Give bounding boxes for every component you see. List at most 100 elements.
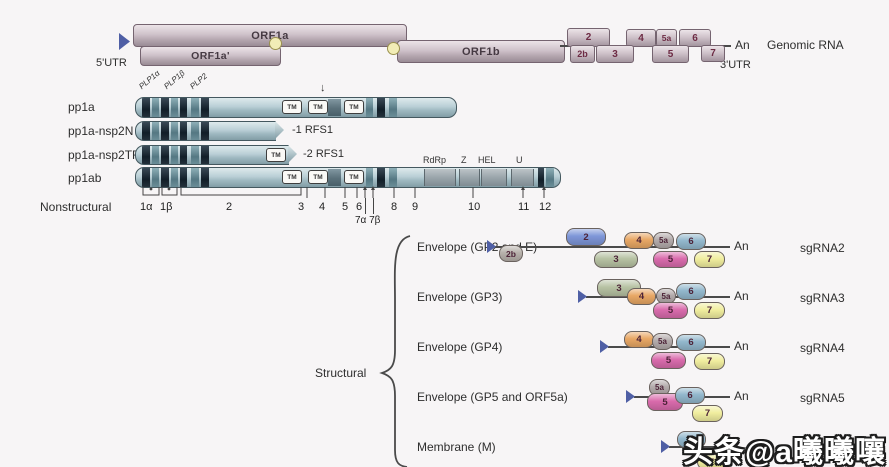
- genomic-rna-label: Genomic RNA: [767, 38, 844, 52]
- band: [161, 122, 169, 140]
- band: [201, 98, 209, 117]
- orf5a-label: 5a: [661, 33, 672, 43]
- band: [171, 122, 178, 140]
- orf5-box: 5: [652, 45, 689, 63]
- band: [171, 98, 178, 117]
- nsp7b-tick: [373, 198, 374, 214]
- polya-label: An: [734, 289, 749, 303]
- z-domain-box: [459, 169, 480, 186]
- polya-label: An: [734, 239, 749, 253]
- genome-leader-triangle-icon: [119, 33, 130, 50]
- structural-row-name: Envelope (GP4): [417, 340, 503, 354]
- band: [389, 98, 397, 117]
- band: [152, 168, 159, 187]
- rfs-site-icon: [269, 37, 282, 50]
- band: [389, 168, 397, 187]
- u-domain-box: [511, 169, 534, 186]
- band: [191, 98, 199, 117]
- nsp11-number: 11: [518, 201, 530, 213]
- orf7-pill: 7: [694, 302, 725, 319]
- nsp10-number: 10: [468, 201, 481, 213]
- leader-triangle-icon: [487, 240, 496, 253]
- tm-domain-box: TM: [282, 100, 302, 114]
- sgrna3-label: sgRNA3: [800, 291, 845, 305]
- band: [161, 146, 169, 164]
- bar-arrow-tip: [275, 121, 284, 139]
- cleavage-markers: [142, 186, 546, 198]
- band: [191, 146, 199, 164]
- nsp6-number: 6: [356, 201, 363, 213]
- orf5-pill: 5: [653, 302, 688, 319]
- pp1a-nsp2n-bar: [135, 121, 276, 141]
- orf4-pill: 4: [624, 331, 654, 348]
- orf4-label: 4: [638, 32, 644, 44]
- band: [152, 122, 159, 140]
- structural-label: Structural: [315, 366, 367, 380]
- orf6-box: 6: [679, 29, 711, 47]
- leader-triangle-icon: [578, 290, 587, 303]
- leader-triangle-icon: [661, 440, 670, 453]
- orf5a-box: 5a: [656, 29, 677, 47]
- orf1b-bar: ORF1b: [397, 40, 565, 63]
- band: [538, 168, 544, 187]
- band: [142, 122, 150, 140]
- cleavage-arrow-icon: ↓: [320, 82, 326, 94]
- band: [161, 168, 169, 187]
- band: [366, 98, 373, 117]
- nonstructural-label: Nonstructural: [40, 200, 112, 214]
- hel-domain-box: [481, 169, 507, 186]
- orf7-pill: 7: [694, 353, 725, 370]
- nsp4-protease-segment: [328, 99, 341, 116]
- band: [377, 168, 385, 187]
- band: [142, 98, 150, 117]
- pp1ab-bar: TM TM TM: [135, 167, 561, 188]
- orf3-pill: 3: [594, 251, 638, 268]
- orf5a-pill: 5a: [656, 288, 676, 304]
- nsp2-number: 2: [226, 201, 233, 213]
- nsp1a-number: 1α: [140, 201, 153, 213]
- orf6-pill: 6: [676, 334, 706, 351]
- leader-triangle-icon: [626, 390, 635, 403]
- tm-domain-box: TM: [282, 170, 302, 184]
- z-domain-label: Z: [461, 155, 467, 165]
- nsp7ab-number: 7α 7β: [355, 215, 381, 226]
- plp1a-domain-label: PLP1α: [137, 68, 162, 91]
- rdrp-domain-label: RdRp: [423, 155, 447, 165]
- orf1a-prime-bar: ORF1a': [140, 46, 281, 66]
- tm-domain-box: TM: [266, 148, 286, 162]
- band: [180, 122, 187, 140]
- nsp9-number: 9: [412, 201, 419, 213]
- nsp7a-tick: [365, 198, 366, 214]
- polya-label: An: [734, 339, 749, 353]
- band: [201, 168, 209, 187]
- orf5a-pill: 5a: [649, 379, 670, 396]
- orf1a-prime-label: ORF1a': [191, 50, 230, 62]
- orf7-label: 7: [710, 48, 716, 59]
- utr3-label: 3'UTR: [720, 59, 751, 71]
- orf5a-pill: 5a: [652, 333, 673, 350]
- tm-domain-box: TM: [344, 100, 364, 114]
- orf2-pill: 2: [566, 228, 606, 246]
- orf4-box: 4: [626, 29, 656, 47]
- orf7-pill: 7: [694, 251, 725, 268]
- band: [180, 168, 187, 187]
- band: [171, 168, 178, 187]
- orf1b-label: ORF1b: [461, 45, 501, 58]
- orf3-box: 3: [596, 45, 634, 63]
- nsp1b-number: 1β: [160, 201, 173, 213]
- nsp3-number: 3: [298, 201, 305, 213]
- band: [171, 146, 178, 164]
- band: [191, 168, 199, 187]
- orf2b-box: 2b: [570, 45, 595, 63]
- pp1a-nsp2n-row-label: pp1a-nsp2N: [68, 124, 134, 138]
- band: [546, 168, 554, 187]
- orf6-pill: 6: [676, 233, 706, 250]
- watermark: 头条@a曦曦嚷嚷: [683, 436, 886, 467]
- tm-domain-box: TM: [308, 170, 328, 184]
- band: [201, 146, 209, 164]
- tm-domain-box: TM: [308, 100, 328, 114]
- rdrp-domain-box: [424, 169, 456, 186]
- band: [152, 98, 159, 117]
- orf5-label: 5: [667, 48, 674, 60]
